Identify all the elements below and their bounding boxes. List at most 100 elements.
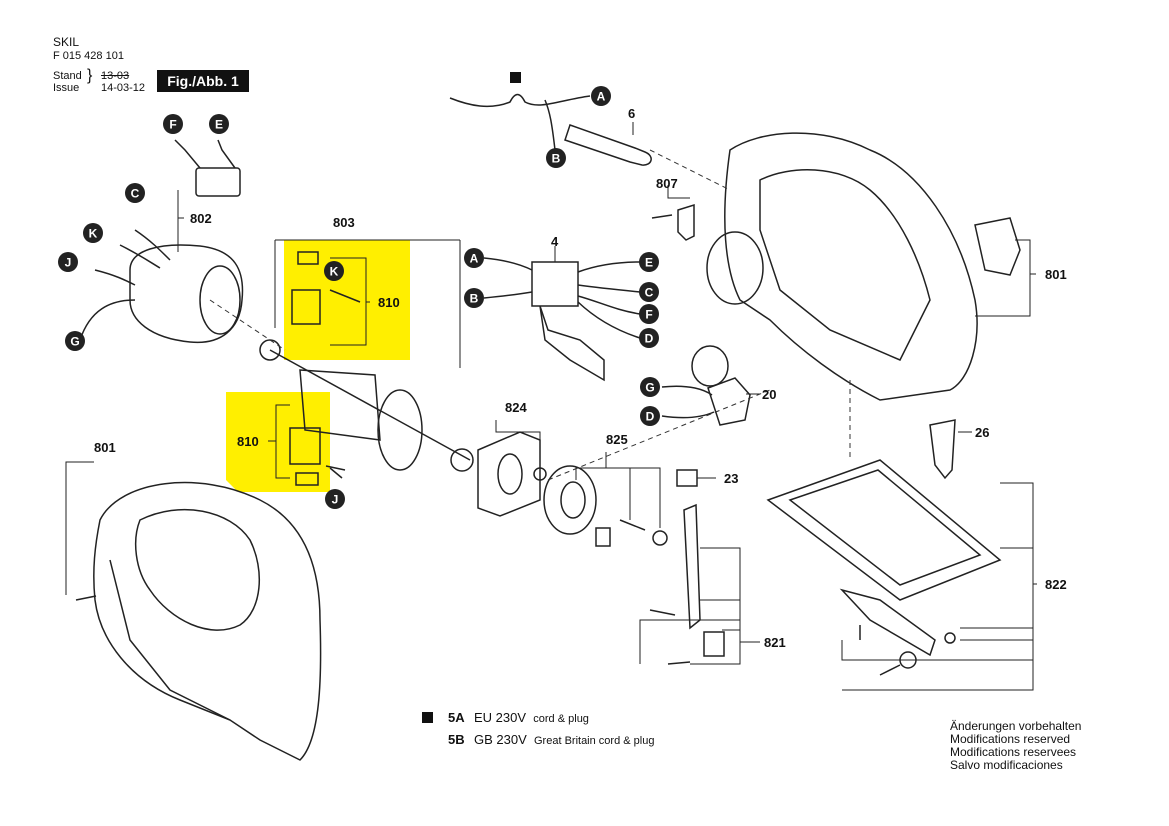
blade-clamp bbox=[703, 631, 725, 657]
gear bbox=[543, 465, 597, 535]
label-802: 802 bbox=[190, 211, 212, 226]
pin bbox=[619, 519, 646, 531]
washer bbox=[533, 467, 547, 481]
svg-text:G: G bbox=[645, 381, 654, 395]
pin-washer bbox=[652, 530, 668, 546]
svg-text:C: C bbox=[131, 187, 140, 201]
handle-opening bbox=[134, 508, 260, 631]
legend-row-5a: 5A EU 230V cord & plug bbox=[422, 710, 589, 725]
gear-hub bbox=[560, 481, 586, 519]
stator-bore bbox=[199, 265, 241, 335]
callout-e-switch: E bbox=[639, 252, 659, 272]
label-810-bottom: 810 bbox=[237, 434, 259, 449]
base-lever bbox=[839, 588, 936, 657]
legend-desc: cord & plug bbox=[533, 713, 589, 725]
brush-holder-bottom bbox=[289, 427, 321, 465]
housing-part-801 bbox=[974, 217, 1021, 276]
issue-date: 14-03-12 bbox=[101, 82, 146, 94]
base-plate bbox=[766, 459, 1002, 601]
svg-text:F: F bbox=[645, 308, 652, 322]
callout-e-cap: E bbox=[209, 114, 229, 134]
callout-a-cord: A bbox=[591, 86, 611, 106]
housing-boss bbox=[706, 231, 764, 305]
callouts: A B F E C K J G K J A B E C F D G D bbox=[58, 86, 660, 509]
callout-j-stator: J bbox=[58, 252, 78, 272]
housing-right-inner bbox=[759, 169, 931, 361]
leader-803 bbox=[274, 239, 461, 368]
capacitor bbox=[195, 167, 241, 197]
callout-b-cord: B bbox=[546, 148, 566, 168]
label-810-top: 810 bbox=[378, 295, 400, 310]
callout-f-cap: F bbox=[163, 114, 183, 134]
svg-text:K: K bbox=[89, 227, 98, 241]
notice-line: Modifications reservees bbox=[950, 745, 1077, 759]
power-cord bbox=[449, 93, 591, 151]
notice-line: Modifications reserved bbox=[950, 732, 1071, 746]
issue-label: Issue bbox=[53, 82, 80, 94]
figure-label: Fig./Abb. 1 bbox=[157, 70, 249, 92]
dash-gear bbox=[547, 389, 771, 481]
svg-text:J: J bbox=[65, 256, 72, 270]
label-6: 6 bbox=[628, 106, 635, 121]
label-821: 821 bbox=[764, 635, 786, 650]
speed-wheel bbox=[691, 345, 729, 387]
svg-text:D: D bbox=[646, 410, 655, 424]
stand-date: 13-03 bbox=[101, 70, 130, 82]
highlight-810-top bbox=[284, 240, 410, 360]
brush-spring-j bbox=[329, 467, 343, 479]
callout-b-switch: B bbox=[464, 288, 484, 308]
svg-text:B: B bbox=[552, 152, 561, 166]
speed-wires bbox=[661, 385, 715, 419]
callout-g-speed: G bbox=[640, 377, 660, 397]
stator bbox=[129, 244, 244, 344]
svg-text:F: F bbox=[169, 118, 176, 132]
cord-clamp bbox=[677, 203, 695, 241]
svg-text:E: E bbox=[645, 256, 653, 270]
label-822: 822 bbox=[1045, 577, 1067, 592]
brush-spring-top bbox=[329, 289, 361, 303]
housing-left bbox=[93, 481, 322, 761]
legend-code: 5A bbox=[448, 710, 465, 725]
svg-text:K: K bbox=[330, 265, 339, 279]
callout-a-switch: A bbox=[464, 248, 484, 268]
svg-text:B: B bbox=[470, 292, 479, 306]
bearing-plate bbox=[477, 431, 541, 517]
stand-label: Stand bbox=[53, 70, 82, 82]
housing-edge bbox=[109, 559, 231, 721]
housing-right bbox=[724, 132, 978, 401]
switch bbox=[531, 261, 579, 307]
bearing-right bbox=[450, 448, 474, 472]
leader-801-right bbox=[975, 239, 1036, 317]
label-825: 825 bbox=[606, 432, 628, 447]
switch-trigger bbox=[539, 305, 605, 382]
fan bbox=[377, 389, 423, 471]
stator-wires bbox=[79, 229, 171, 341]
brush-spring-bottom bbox=[325, 465, 346, 471]
leader-810-bottom bbox=[268, 404, 290, 479]
notice-line: Salvo modificaciones bbox=[950, 758, 1063, 772]
brush-bottom bbox=[295, 472, 319, 486]
housing-screw bbox=[75, 595, 97, 601]
leader-807 bbox=[667, 185, 690, 199]
legend-square-icon bbox=[422, 712, 433, 723]
brush-holder-top bbox=[291, 289, 321, 325]
callout-g-stator: G bbox=[65, 331, 85, 351]
callout-f-switch: F bbox=[639, 304, 659, 324]
legend-voltage: EU 230V bbox=[474, 710, 527, 725]
modifications-notice: Änderungen vorbehalten Modifications res… bbox=[950, 720, 1081, 772]
label-807: 807 bbox=[656, 176, 678, 191]
leader-825 bbox=[575, 452, 661, 528]
part-number: F 015 428 101 bbox=[53, 50, 124, 62]
bearing-plate-hole bbox=[497, 453, 523, 495]
callout-d-speed: D bbox=[640, 406, 660, 426]
label-803: 803 bbox=[333, 215, 355, 230]
brush-top bbox=[297, 251, 319, 265]
dash-stator bbox=[209, 299, 286, 351]
leader-824 bbox=[495, 420, 541, 456]
svg-text:G: G bbox=[70, 335, 79, 349]
speed-module bbox=[707, 377, 751, 426]
leader-801-left bbox=[65, 461, 94, 595]
callout-d-switch: D bbox=[639, 328, 659, 348]
